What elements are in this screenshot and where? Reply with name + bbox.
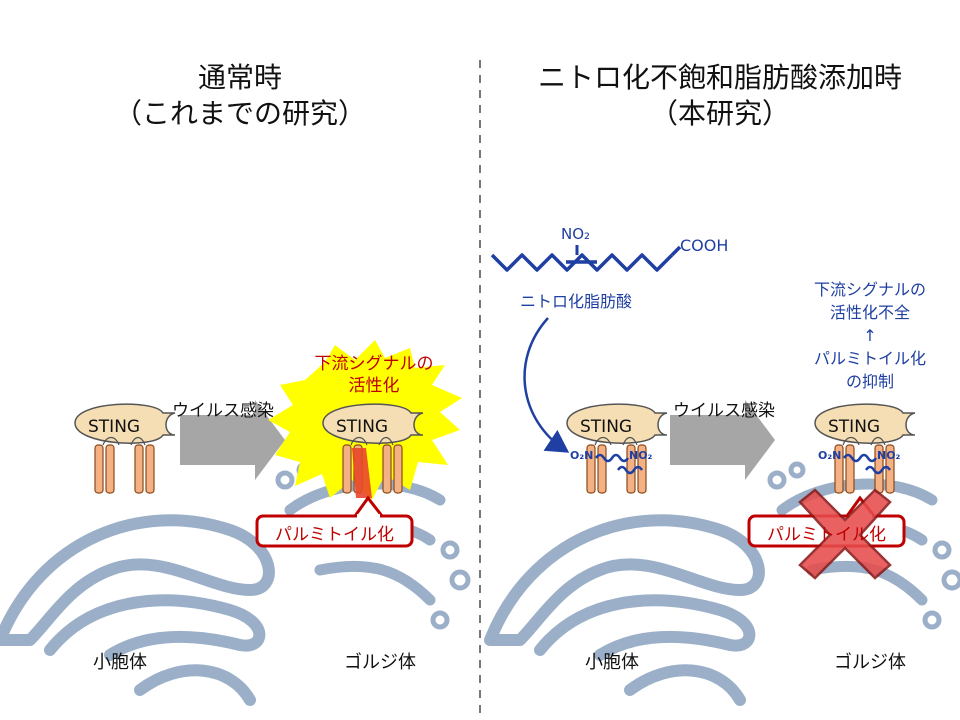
nitro-fatty-acid-chain xyxy=(490,253,674,272)
palmitate-chains xyxy=(352,448,372,498)
nitro-adduct-golgi xyxy=(842,453,892,475)
sting-label-right-golgi: STING xyxy=(828,417,881,437)
fatty-acid-arrow xyxy=(523,317,570,453)
nitro-group-label: NO₂ xyxy=(561,225,591,243)
nitro-left-golgi: O₂N xyxy=(818,449,842,462)
golgi-label-right: ゴルジ体 xyxy=(834,652,906,673)
inhibition-arrow: ↑ xyxy=(863,326,877,345)
nitro-right-er: NO₂ xyxy=(629,449,653,462)
right-title-line1: ニトロ化不飽和脂肪酸添加時 xyxy=(537,61,902,94)
inhibition-line4: の抑制 xyxy=(845,372,894,391)
activation-line2: 活性化 xyxy=(348,376,400,396)
palmitoylation-label-right: パルミトイル化 xyxy=(767,525,886,545)
palmitoylation-callout-left xyxy=(255,514,414,548)
sting-label-right-er: STING xyxy=(580,417,633,437)
virus-arrow-left xyxy=(180,400,285,480)
sting-label-left-golgi: STING xyxy=(336,417,389,437)
carboxyl-label: COOH xyxy=(680,236,729,255)
nitro-left-er: O₂N xyxy=(570,449,594,462)
left-title-line2: （これまでの研究） xyxy=(113,97,366,130)
inhibition-x-mark xyxy=(798,488,892,580)
activation-line1: 下流シグナルの xyxy=(314,354,434,374)
nitro-adduct-er xyxy=(594,453,644,475)
inhibition-line1: 下流シグナルの xyxy=(813,280,926,299)
left-title-line1: 通常時 xyxy=(197,61,282,94)
er-label-left: 小胞体 xyxy=(93,652,147,673)
er-label-right: 小胞体 xyxy=(585,652,639,673)
nitro-right-golgi: NO₂ xyxy=(877,449,901,462)
right-title-line2: （本研究） xyxy=(649,97,790,130)
inhibition-line2: 活性化不全 xyxy=(829,303,910,322)
golgi-label-left: ゴルジ体 xyxy=(344,652,416,673)
virus-arrow-right xyxy=(670,400,775,480)
inhibition-line3: パルミトイル化 xyxy=(813,349,926,368)
fatty-acid-label: ニトロ化脂肪酸 xyxy=(520,292,633,311)
virus-label-right: ウイルス感染 xyxy=(673,401,775,421)
sting-label-left-er: STING xyxy=(88,417,141,437)
virus-label-left: ウイルス感染 xyxy=(172,401,274,421)
palmitoylation-label-left: パルミトイル化 xyxy=(275,525,394,545)
